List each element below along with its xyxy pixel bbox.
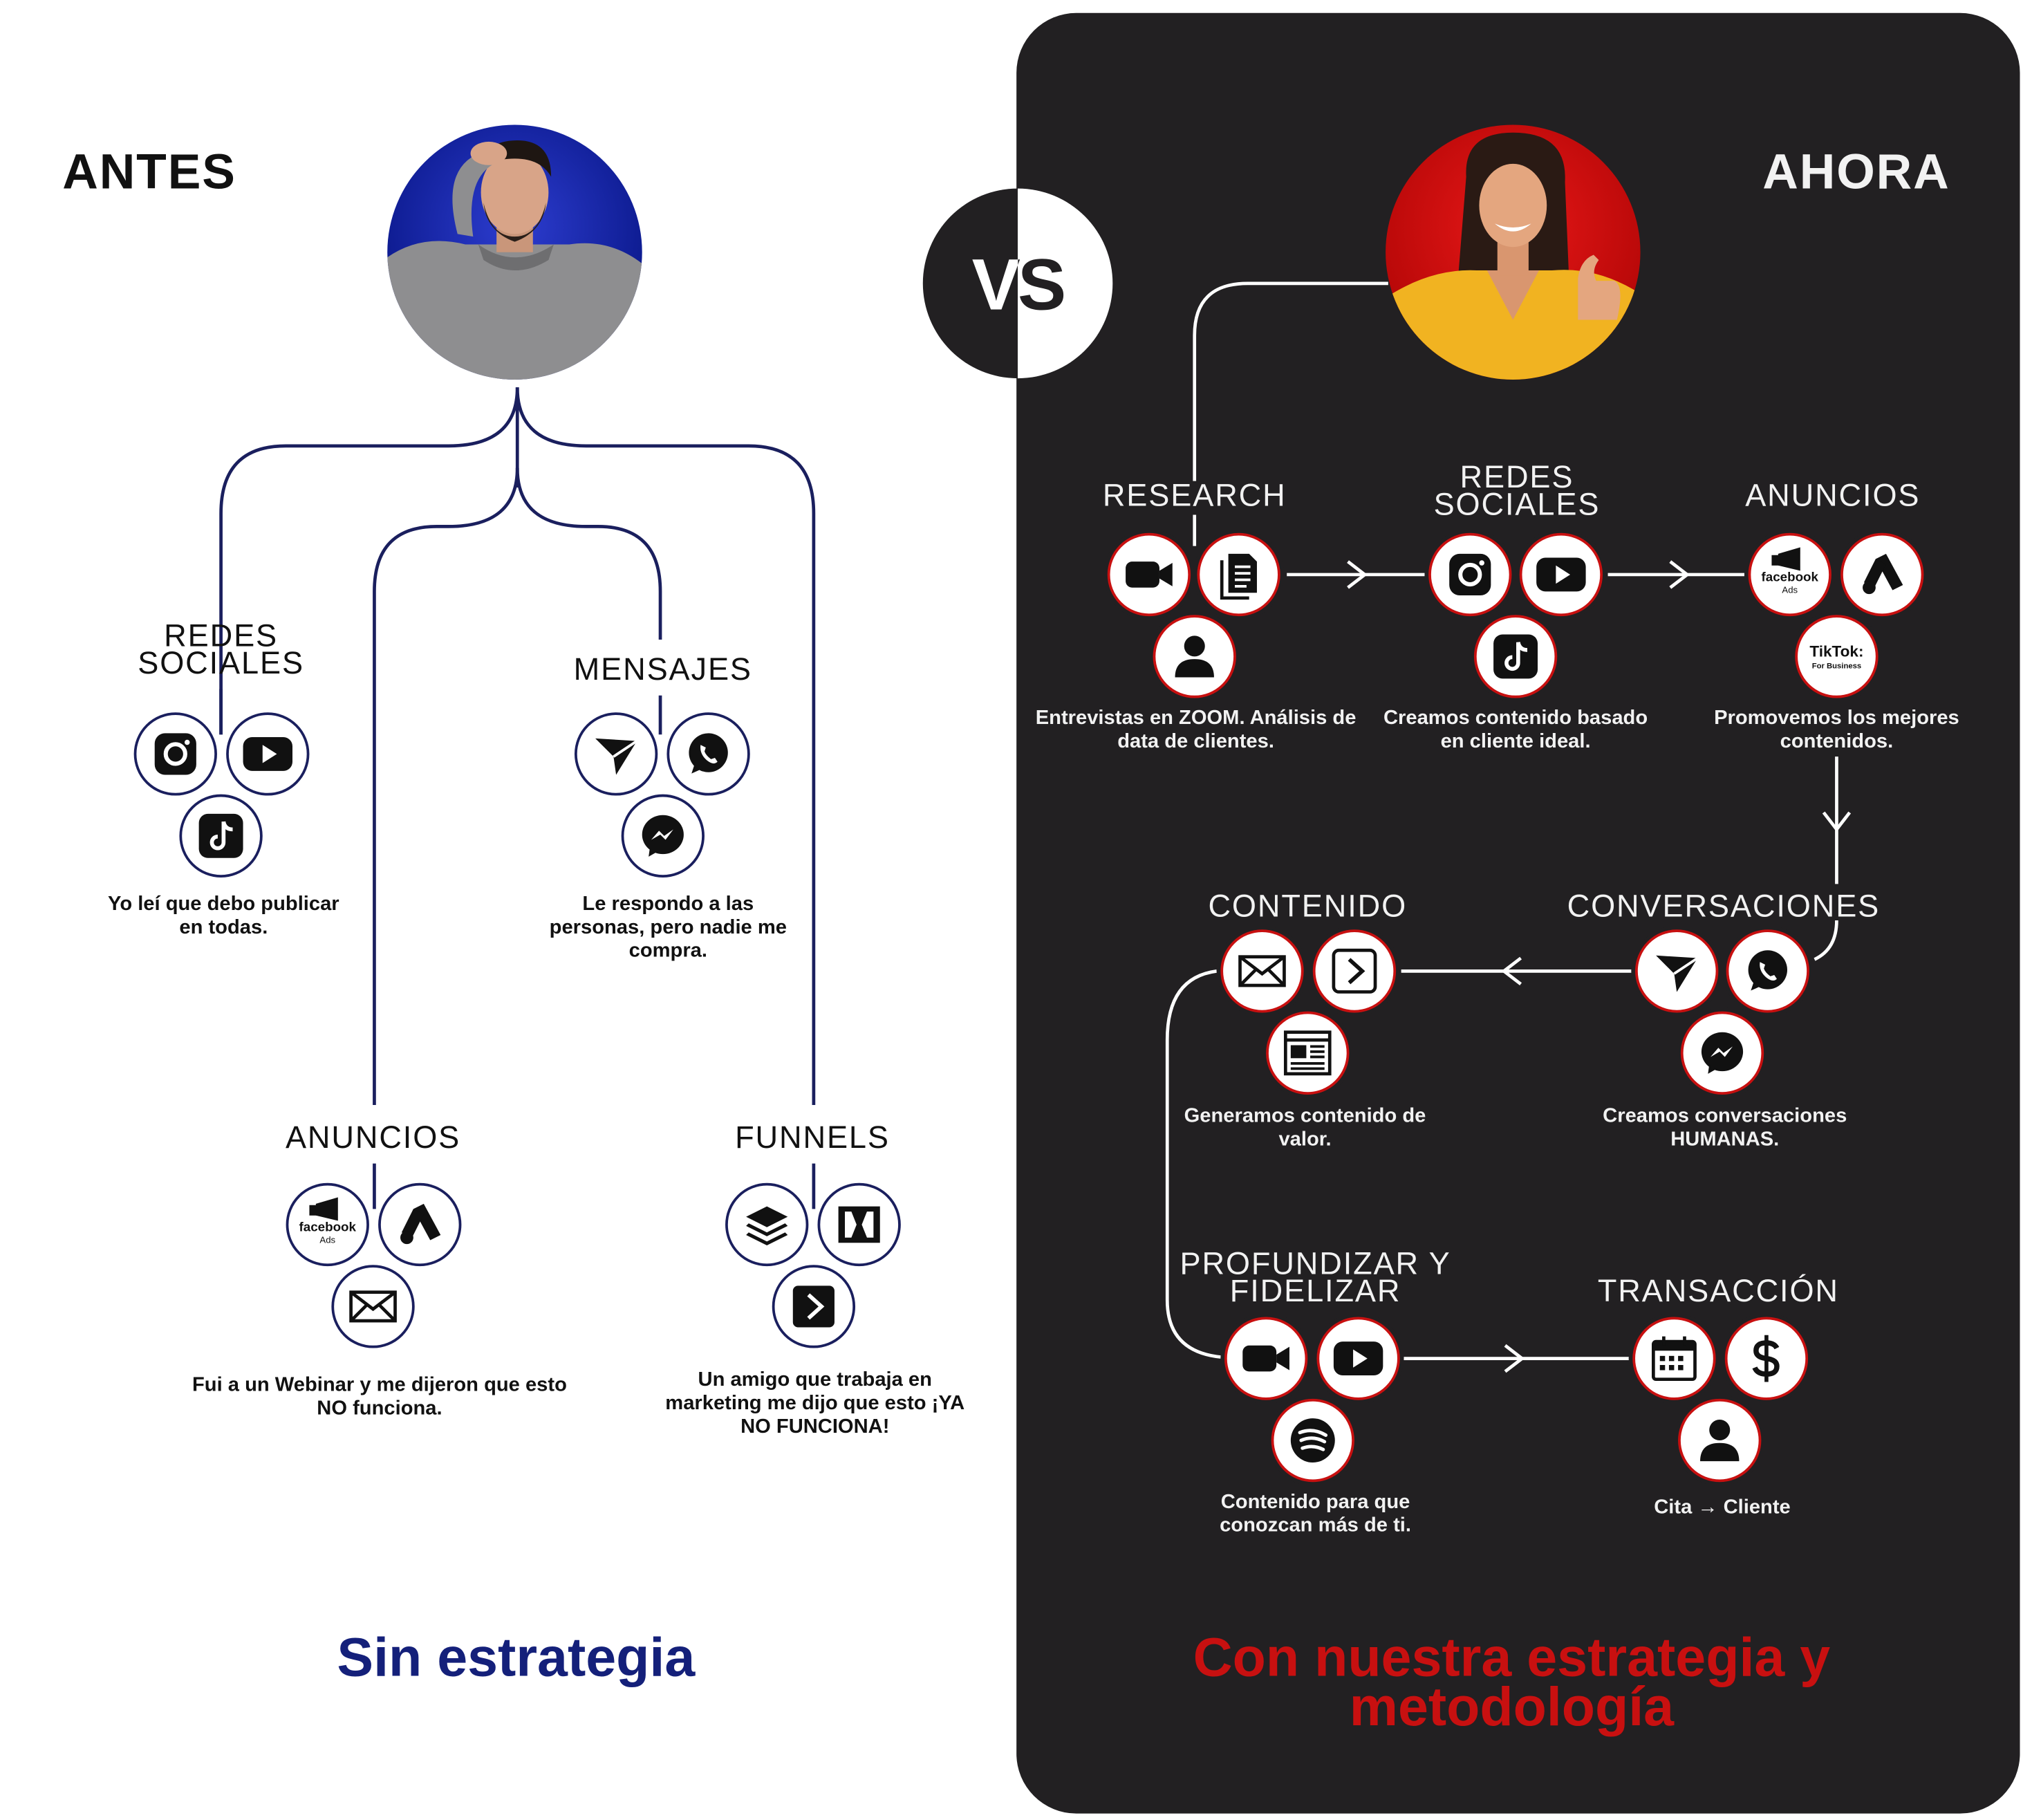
tiktok-icon <box>1473 615 1558 698</box>
smiling-woman-photo <box>1386 132 1641 380</box>
newsletter-icon <box>1266 1011 1350 1095</box>
for-business-text: For Business <box>1812 662 1861 670</box>
before-caption-funnels: Un amigo que trabaja en marketing me dij… <box>665 1368 965 1438</box>
smiling-woman-avatar <box>1386 124 1641 380</box>
ads-text: Ads <box>1782 584 1798 595</box>
google-ads-icon <box>1840 532 1924 617</box>
before-label-redes: REDES SOCIALES <box>138 618 304 682</box>
after-caption-profundizar: Contenido para que conozcan más de ti. <box>1220 1491 1412 1537</box>
before-label-mensajes: MENSAJES <box>573 652 752 688</box>
after-caption-contenido: Generamos contenido de valor. <box>1184 1105 1426 1151</box>
user-icon <box>1678 1398 1762 1483</box>
after-caption-anuncios: Promovemos los mejores contenidos. <box>1714 707 1959 753</box>
tiktok-icon <box>179 794 263 878</box>
fb-text: facebook <box>1762 569 1819 584</box>
youtube-icon <box>226 712 310 796</box>
user-icon <box>1153 615 1236 698</box>
before-heading: ANTES <box>62 145 236 201</box>
send-icon <box>1635 929 1719 1013</box>
youtube-icon <box>1316 1317 1400 1400</box>
after-label-research: RESEARCH <box>1102 478 1287 514</box>
after-label-conversaciones: CONVERSACIONES <box>1567 889 1881 925</box>
dollar-icon <box>1724 1317 1809 1400</box>
after-label-anuncios: ANUNCIOS <box>1745 478 1921 514</box>
before-caption-anuncios: Fui a un Webinar y me dijeron que esto N… <box>192 1374 567 1420</box>
after-caption-transaccion: Cita → Cliente <box>1654 1496 1791 1519</box>
messenger-icon <box>1680 1011 1764 1095</box>
vs-badge: VS <box>922 188 1113 379</box>
tiktok-business-icon: TikTok: For Business <box>1795 615 1879 698</box>
before-footer: Sin estrategia <box>337 1626 696 1688</box>
calendar-icon <box>1632 1317 1716 1400</box>
tiktok-text: TikTok: <box>1809 642 1863 660</box>
after-label-transaccion: TRANSACCIÓN <box>1597 1274 1839 1310</box>
send-icon <box>574 712 658 796</box>
after-heading: AHORA <box>1762 145 1950 201</box>
ads-text: Ads <box>319 1234 335 1245</box>
vs-text: VS <box>964 241 1071 326</box>
after-label-contenido: CONTENIDO <box>1208 889 1408 925</box>
whatsapp-icon <box>667 712 750 796</box>
layers-icon <box>725 1182 809 1267</box>
before-label-funnels: FUNNELS <box>735 1120 890 1156</box>
after-label-redes: REDES SOCIALES <box>1433 460 1601 523</box>
after-caption-conversaciones: Creamos conversaciones HUMANAS. <box>1603 1105 1847 1151</box>
instagram-icon <box>1428 532 1512 617</box>
spotify-icon <box>1271 1398 1354 1483</box>
before-caption-mensajes: Le respondo a las personas, pero nadie m… <box>549 893 787 963</box>
before-caption-redes: Yo leí que debo publicar en todas. <box>108 893 339 939</box>
document-icon <box>1197 532 1280 617</box>
email-icon <box>1220 929 1304 1013</box>
whatsapp-icon <box>1726 929 1809 1013</box>
youtube-icon <box>1519 532 1603 617</box>
after-footer: Con nuestra estrategia y metodología <box>1193 1626 1831 1737</box>
activecampaign-icon <box>1312 929 1397 1013</box>
before-label-anuncios: ANUNCIOS <box>285 1120 461 1156</box>
zoom-icon <box>1107 532 1191 617</box>
after-label-profundizar: PROFUNDIZAR Y FIDELIZAR <box>1180 1246 1451 1310</box>
confused-man-photo <box>387 140 642 380</box>
messenger-icon <box>621 794 705 878</box>
activecampaign-icon <box>772 1265 856 1348</box>
fb-text: facebook <box>299 1219 357 1234</box>
confused-man-avatar <box>387 124 642 380</box>
google-ads-icon <box>378 1182 462 1267</box>
email-icon <box>331 1265 415 1348</box>
after-caption-redes: Creamos contenido basado en cliente idea… <box>1383 707 1648 753</box>
clickfunnels-icon <box>817 1182 901 1267</box>
after-caption-research: Entrevistas en ZOOM. Análisis de data de… <box>1035 707 1357 753</box>
instagram-icon <box>133 712 217 796</box>
zoom-icon <box>1224 1317 1308 1400</box>
